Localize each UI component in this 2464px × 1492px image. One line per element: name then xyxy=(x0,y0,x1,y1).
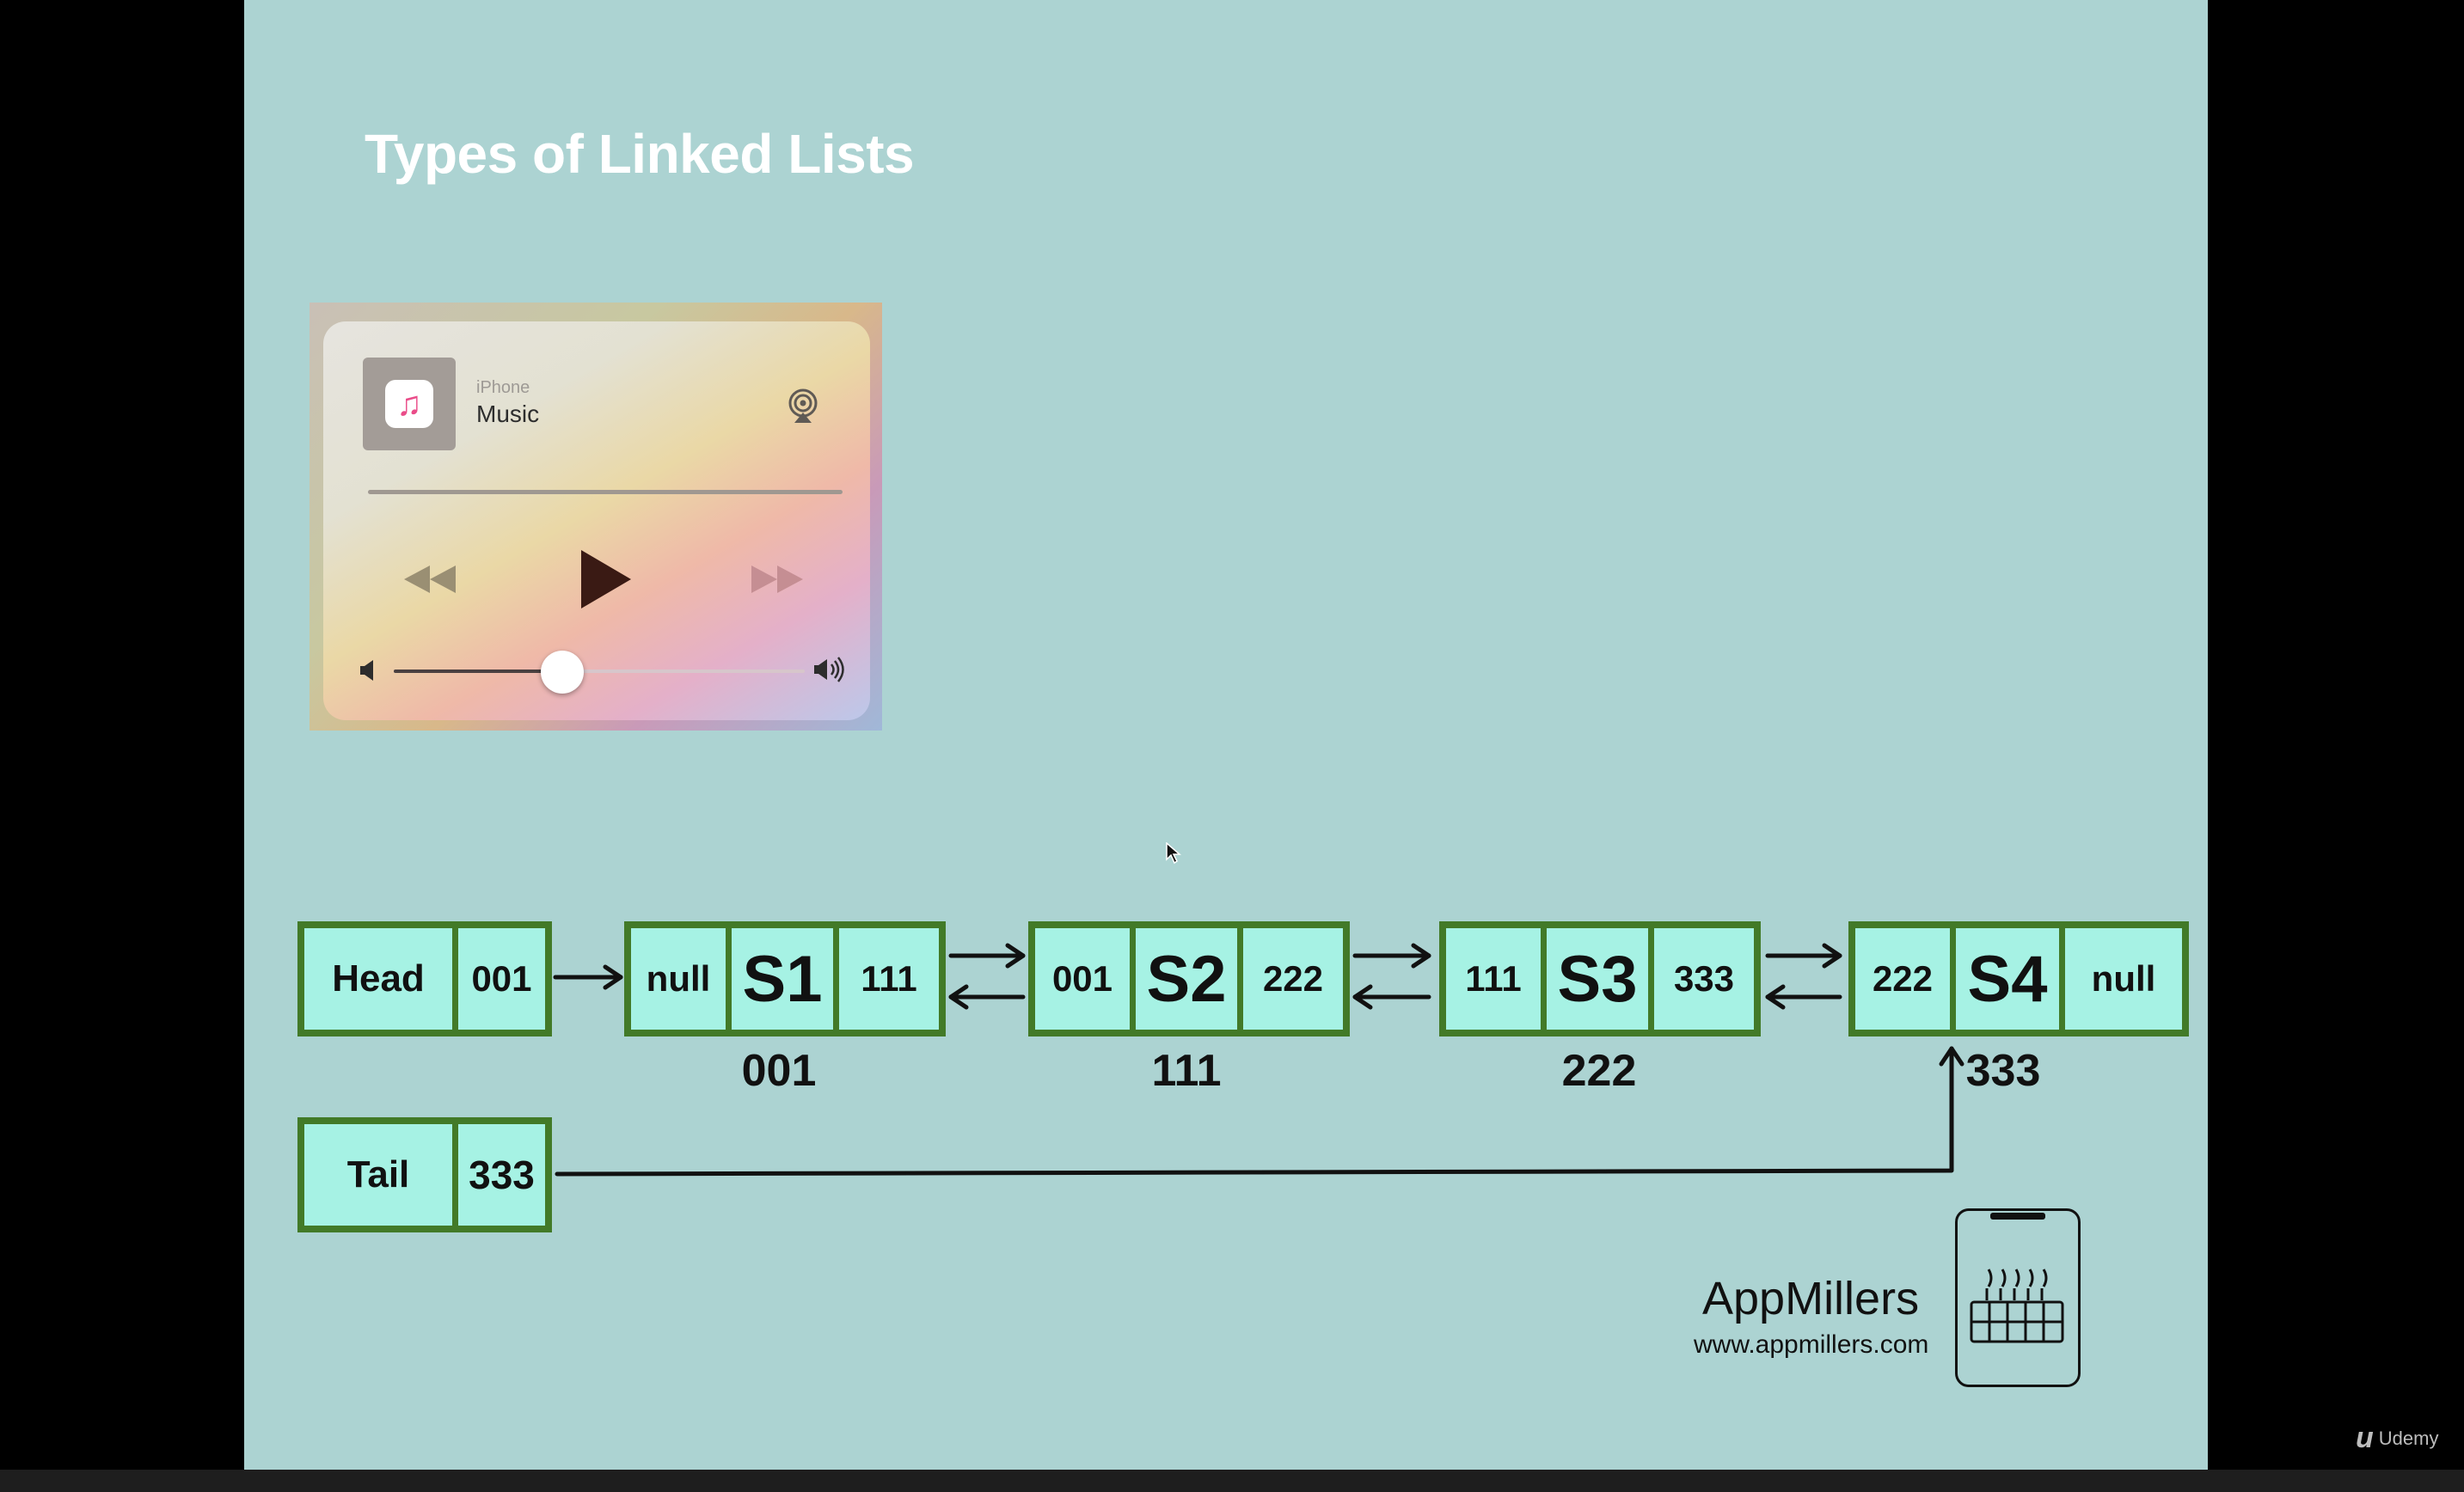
rewind-icon[interactable] xyxy=(402,564,457,595)
volume-low-icon xyxy=(360,660,373,681)
brand-name: AppMillers xyxy=(1702,1273,1920,1324)
next-arrow xyxy=(1352,943,1431,969)
list-node: 111 S3 333 xyxy=(1439,921,1761,1036)
app-label: Music xyxy=(476,401,540,427)
volume-track[interactable] xyxy=(394,670,805,673)
node-prev: 001 xyxy=(1035,928,1130,1030)
list-node: null S1 111 xyxy=(624,921,946,1036)
udemy-watermark: u Udemy xyxy=(2356,1422,2438,1455)
head-ref: 001 xyxy=(452,928,545,1030)
node-prev: 111 xyxy=(1446,928,1541,1030)
node-prev: 222 xyxy=(1855,928,1950,1030)
device-label: iPhone xyxy=(476,378,530,397)
node-address: 001 xyxy=(741,1046,817,1096)
music-app-tile[interactable]: ♫ xyxy=(363,358,456,450)
mouse-cursor-icon xyxy=(1166,842,1181,865)
progress-bar[interactable] xyxy=(368,490,843,494)
phone-keyboard-icon xyxy=(1955,1208,2081,1387)
node-value: S4 xyxy=(1950,928,2059,1030)
prev-arrow xyxy=(1765,984,1842,1010)
list-node: 222 S4 null xyxy=(1848,921,2189,1036)
tail-pointer: Tail 333 xyxy=(297,1117,552,1232)
node-next: 111 xyxy=(833,928,939,1030)
slide-title: Types of Linked Lists xyxy=(365,123,915,185)
next-arrow xyxy=(948,943,1026,969)
node-next: 222 xyxy=(1237,928,1343,1030)
music-widget-screenshot: ♫ iPhone Music xyxy=(310,303,882,731)
volume-high-icon xyxy=(814,657,844,682)
node-value: S2 xyxy=(1130,928,1237,1030)
node-address: 222 xyxy=(1561,1046,1637,1096)
head-next-arrow xyxy=(553,964,623,990)
node-prev: null xyxy=(631,928,726,1030)
prev-arrow xyxy=(948,984,1026,1010)
brand-url: www.appmillers.com xyxy=(1694,1330,1929,1359)
node-value: S3 xyxy=(1541,928,1648,1030)
music-note-icon: ♫ xyxy=(385,380,433,428)
next-arrow xyxy=(1765,943,1842,969)
music-control-card: ♫ iPhone Music xyxy=(323,321,870,720)
udemy-text: Udemy xyxy=(2378,1427,2439,1449)
fast-forward-icon[interactable] xyxy=(750,564,805,595)
prev-arrow xyxy=(1352,984,1431,1010)
node-next: null xyxy=(2059,928,2182,1030)
head-label: Head xyxy=(304,928,452,1030)
volume-slider-thumb[interactable] xyxy=(540,651,584,694)
airplay-icon[interactable] xyxy=(784,387,822,425)
node-address: 333 xyxy=(1965,1046,2041,1096)
node-next: 333 xyxy=(1648,928,1754,1030)
tail-ref: 333 xyxy=(452,1124,545,1226)
head-pointer: Head 001 xyxy=(297,921,552,1036)
slide xyxy=(244,0,2208,1470)
video-bottom-bar xyxy=(0,1470,2464,1492)
tail-label: Tail xyxy=(304,1124,452,1226)
volume-track-fill xyxy=(394,670,562,673)
node-address: 111 xyxy=(1151,1046,1222,1096)
tail-arrow xyxy=(555,1046,1964,1177)
play-icon[interactable] xyxy=(578,548,633,610)
list-node: 001 S2 222 xyxy=(1028,921,1350,1036)
udemy-logo-icon: u xyxy=(2356,1422,2374,1454)
node-value: S1 xyxy=(726,928,833,1030)
